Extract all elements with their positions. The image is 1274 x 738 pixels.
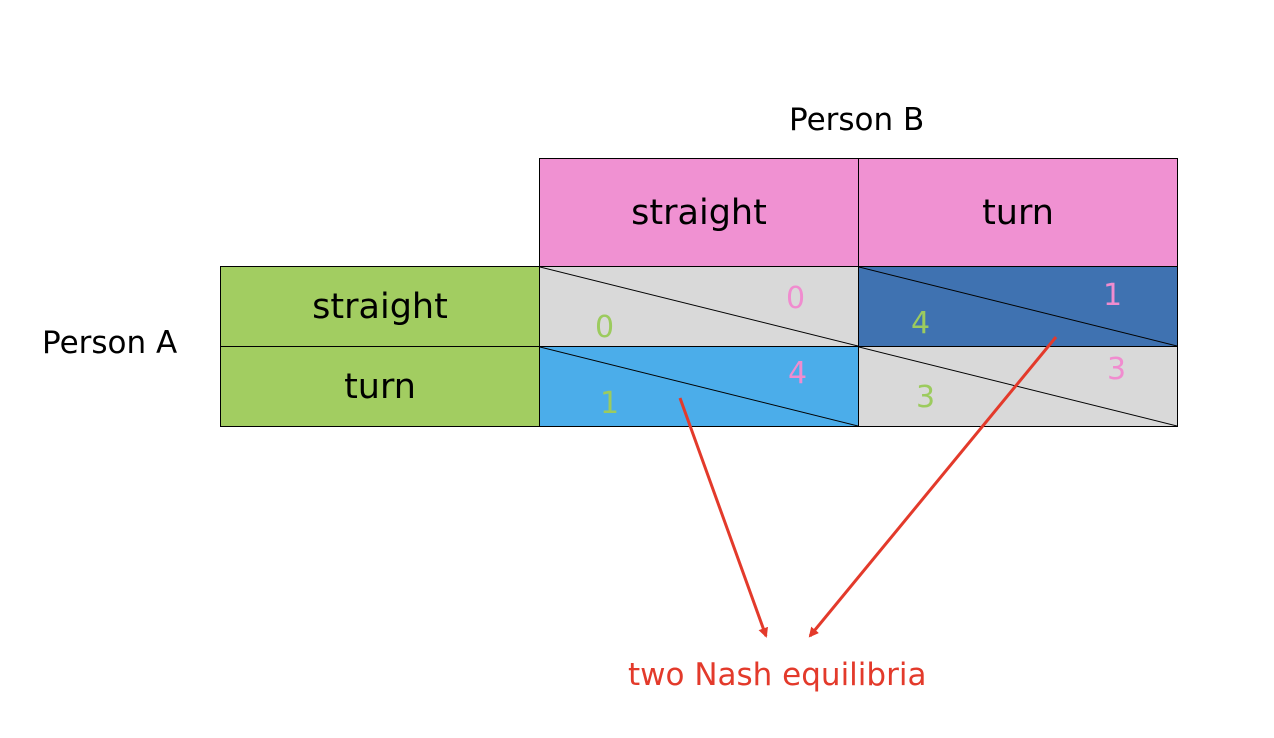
cell-diagonal bbox=[540, 347, 858, 426]
cell-diagonal bbox=[859, 267, 1177, 346]
row-player-payoff: 3 bbox=[916, 380, 936, 415]
row-player-payoff: 1 bbox=[600, 386, 620, 421]
nash-equilibria-caption: two Nash equilibria bbox=[628, 657, 927, 693]
arrow-to-turn-straight bbox=[678, 397, 768, 638]
row-player-payoff: 0 bbox=[595, 310, 615, 345]
row-player-label: Person A bbox=[42, 325, 178, 361]
row-player-payoff: 4 bbox=[911, 306, 931, 341]
row-header-straight: straight bbox=[220, 266, 540, 347]
column-player-label: Person B bbox=[789, 102, 925, 138]
payoff-cell-straight-turn: 4 1 bbox=[858, 266, 1178, 347]
column-header-turn: turn bbox=[858, 158, 1178, 267]
cell-diagonal bbox=[540, 267, 858, 346]
column-player-payoff: 1 bbox=[1103, 278, 1123, 313]
column-player-payoff: 4 bbox=[788, 356, 808, 391]
payoff-cell-turn-turn: 3 3 bbox=[858, 346, 1178, 427]
payoff-cell-turn-straight: 1 4 bbox=[539, 346, 859, 427]
payoff-cell-straight-straight: 0 0 bbox=[539, 266, 859, 347]
row-header-turn: turn bbox=[220, 346, 540, 427]
column-header-straight: straight bbox=[539, 158, 859, 267]
cell-diagonal bbox=[859, 347, 1177, 426]
column-player-payoff: 3 bbox=[1107, 352, 1127, 387]
column-player-payoff: 0 bbox=[786, 281, 806, 316]
